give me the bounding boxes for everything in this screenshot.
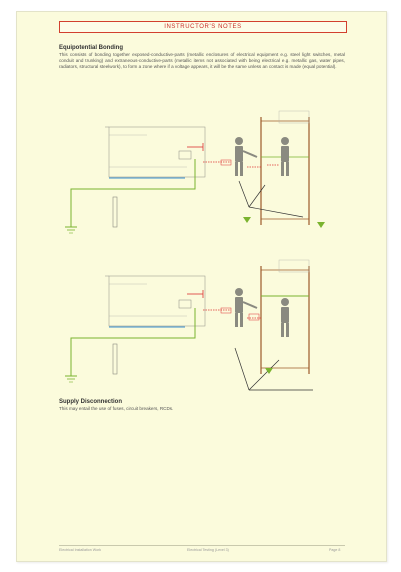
earth-electrode — [112, 196, 118, 228]
arrow-pointer — [248, 184, 266, 208]
footer-page-number: Page 8 — [329, 548, 341, 552]
bonding-diagram-1 — [65, 110, 325, 234]
protective-conductor — [70, 308, 196, 376]
footer-divider — [59, 545, 345, 546]
person-figure — [235, 288, 258, 327]
section-text-equipotential-bonding: This consists of bonding together expose… — [59, 52, 345, 69]
instructors-notes-banner: INSTRUCTOR'S NOTES — [59, 21, 347, 33]
earth-electrode — [112, 343, 118, 375]
person-figure — [281, 137, 289, 176]
section-heading-equipotential-bonding: Equipotential Bonding — [59, 45, 123, 51]
arrow-pointer — [248, 359, 280, 391]
section-heading-supply-disconnection: Supply Disconnection — [59, 399, 123, 405]
document-page: INSTRUCTOR'S NOTES Equipotential Bonding… — [16, 11, 387, 562]
person-figure — [281, 298, 289, 337]
footer-left: Electrical Installation Work — [59, 548, 102, 552]
equipment-enclosure — [108, 126, 206, 178]
bonding-diagram-2 — [65, 259, 313, 391]
footer-center: Electrical Testing (Level 3) — [187, 548, 229, 552]
protective-conductor — [70, 159, 196, 227]
section-text-supply-disconnection: This may entail the use of fuses, circui… — [59, 406, 174, 411]
person-figure — [235, 137, 258, 176]
equipment-enclosure — [108, 275, 206, 327]
